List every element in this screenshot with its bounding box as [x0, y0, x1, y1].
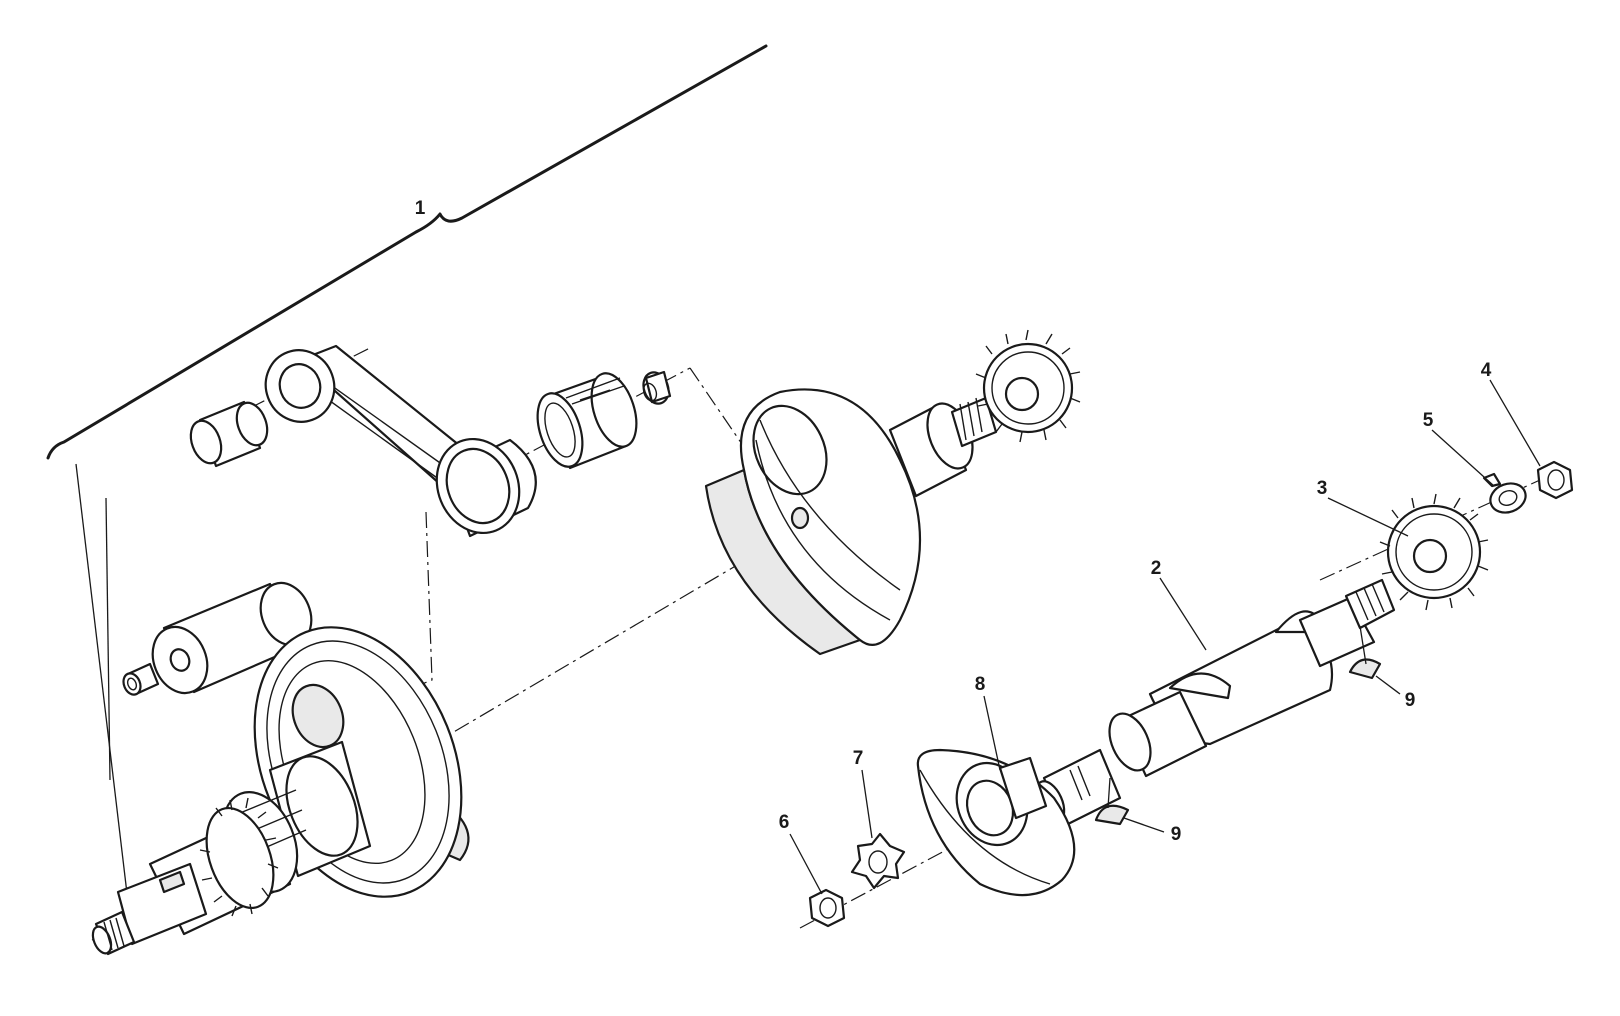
callout-7: 7 [853, 748, 864, 769]
right-crankshaft-half [704, 388, 998, 656]
crank-timing-gear-right [975, 329, 1081, 443]
balancer-gear [1379, 493, 1489, 611]
callout-3: 3 [1317, 478, 1328, 499]
callout-6: 6 [779, 812, 790, 833]
small-stud [122, 662, 160, 696]
thrust-washer [642, 370, 672, 405]
needle-roller-bearing [536, 372, 638, 470]
lock-washer-item-5 [1482, 472, 1527, 514]
piston-pin-bushing [189, 400, 269, 468]
connecting-rod [264, 344, 537, 538]
balance-weight [916, 748, 1076, 897]
callout-1: 1 [415, 198, 426, 219]
callout-9-lower: 9 [1171, 824, 1182, 845]
woodruff-key-lower [1094, 804, 1130, 826]
left-shaft-taper [91, 862, 208, 956]
callout-5: 5 [1423, 410, 1434, 431]
crank-timing-gear-left [199, 797, 279, 917]
callout-numbers: 1 2 3 4 5 6 7 8 9 9 [415, 198, 1492, 845]
balancer-shaft [1034, 578, 1396, 828]
callout-2: 2 [1151, 558, 1162, 579]
tab-washer-item-7 [850, 832, 906, 890]
woodruff-key-upper [1348, 658, 1382, 680]
crank-pin [151, 581, 313, 695]
nut-item-4 [1536, 460, 1574, 500]
nut-item-6 [808, 888, 846, 928]
callout-4: 4 [1481, 360, 1492, 381]
callout-leaders [789, 379, 1541, 895]
assembly-bracket [46, 44, 768, 903]
callout-8: 8 [975, 674, 986, 695]
callout-9-upper: 9 [1405, 690, 1416, 711]
